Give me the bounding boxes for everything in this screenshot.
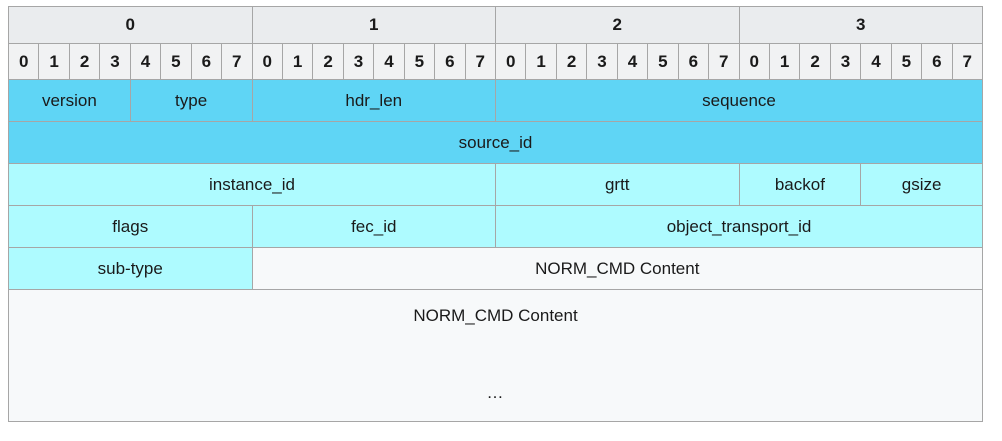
field-cell-hdr-len: hdr_len (251, 79, 496, 122)
payload-label: NORM_CMD Content (413, 306, 578, 325)
bit-index-label: 6 (677, 43, 710, 80)
bit-index-label: 7 (221, 43, 253, 80)
bit-index-label: 7 (464, 43, 497, 80)
payload-ellipsis: … (486, 383, 505, 402)
bit-index-label: 3 (342, 43, 375, 80)
field-cell-object-transport-id: object_transport_id (495, 205, 983, 248)
bit-index-label: 2 (68, 43, 101, 80)
bit-index-label: 3 (99, 43, 131, 80)
bit-index-label: 1 (281, 43, 314, 80)
field-cell-source-id: source_id (8, 121, 983, 164)
bit-index-label: 4 (129, 43, 162, 80)
bit-index-label: 6 (921, 43, 953, 80)
field-cell-sub-type: sub-type (8, 247, 253, 290)
bit-index-label: 5 (403, 43, 436, 80)
bit-index-label: 1 (768, 43, 801, 80)
field-cell-instance-id: instance_id (8, 163, 496, 206)
bit-index-label: 5 (890, 43, 923, 80)
field-cell-flags: flags (8, 205, 253, 248)
byte-group-label: 1 (251, 6, 496, 44)
bit-index-label: 3 (829, 43, 862, 80)
bit-index-label: 4 (860, 43, 892, 80)
byte-group-label: 0 (8, 6, 253, 44)
byte-group-label: 3 (738, 6, 983, 44)
bit-index-label: 2 (555, 43, 588, 80)
bit-index-label: 2 (312, 43, 344, 80)
byte-group-label: 2 (495, 6, 740, 44)
bit-index-label: 4 (616, 43, 649, 80)
bit-index-label: 2 (799, 43, 831, 80)
bit-index-label: 0 (494, 43, 527, 80)
payload-row: NORM_CMD Content … (8, 289, 983, 422)
field-cell-fec-id: fec_id (251, 205, 496, 248)
bit-index-label: 6 (190, 43, 223, 80)
field-cell-norm-cmd content: NORM_CMD Content (251, 247, 983, 290)
field-cell-backof: backof (738, 163, 862, 206)
bit-index-label: 7 (951, 43, 984, 80)
bit-index-label: 7 (708, 43, 740, 80)
field-row: source_id (8, 121, 983, 164)
payload-cell: NORM_CMD Content … (8, 289, 983, 422)
bit-index-label: 5 (647, 43, 679, 80)
bit-index-label: 6 (434, 43, 466, 80)
bit-index-label: 3 (586, 43, 618, 80)
bit-index-label: 1 (525, 43, 557, 80)
payload-inner: NORM_CMD Content … (9, 290, 982, 421)
bit-index-label: 0 (7, 43, 40, 80)
field-cell-grtt: grtt (495, 163, 740, 206)
bit-index-label: 0 (251, 43, 283, 80)
field-cell-version: version (8, 79, 131, 122)
bit-index-label: 5 (160, 43, 192, 80)
bit-index-label: 1 (38, 43, 70, 80)
bit-index-label: 0 (738, 43, 770, 80)
field-cell-gsize: gsize (860, 163, 983, 206)
field-cell-type: type (129, 79, 253, 122)
field-cell-sequence: sequence (495, 79, 983, 122)
bit-index-label: 4 (373, 43, 405, 80)
